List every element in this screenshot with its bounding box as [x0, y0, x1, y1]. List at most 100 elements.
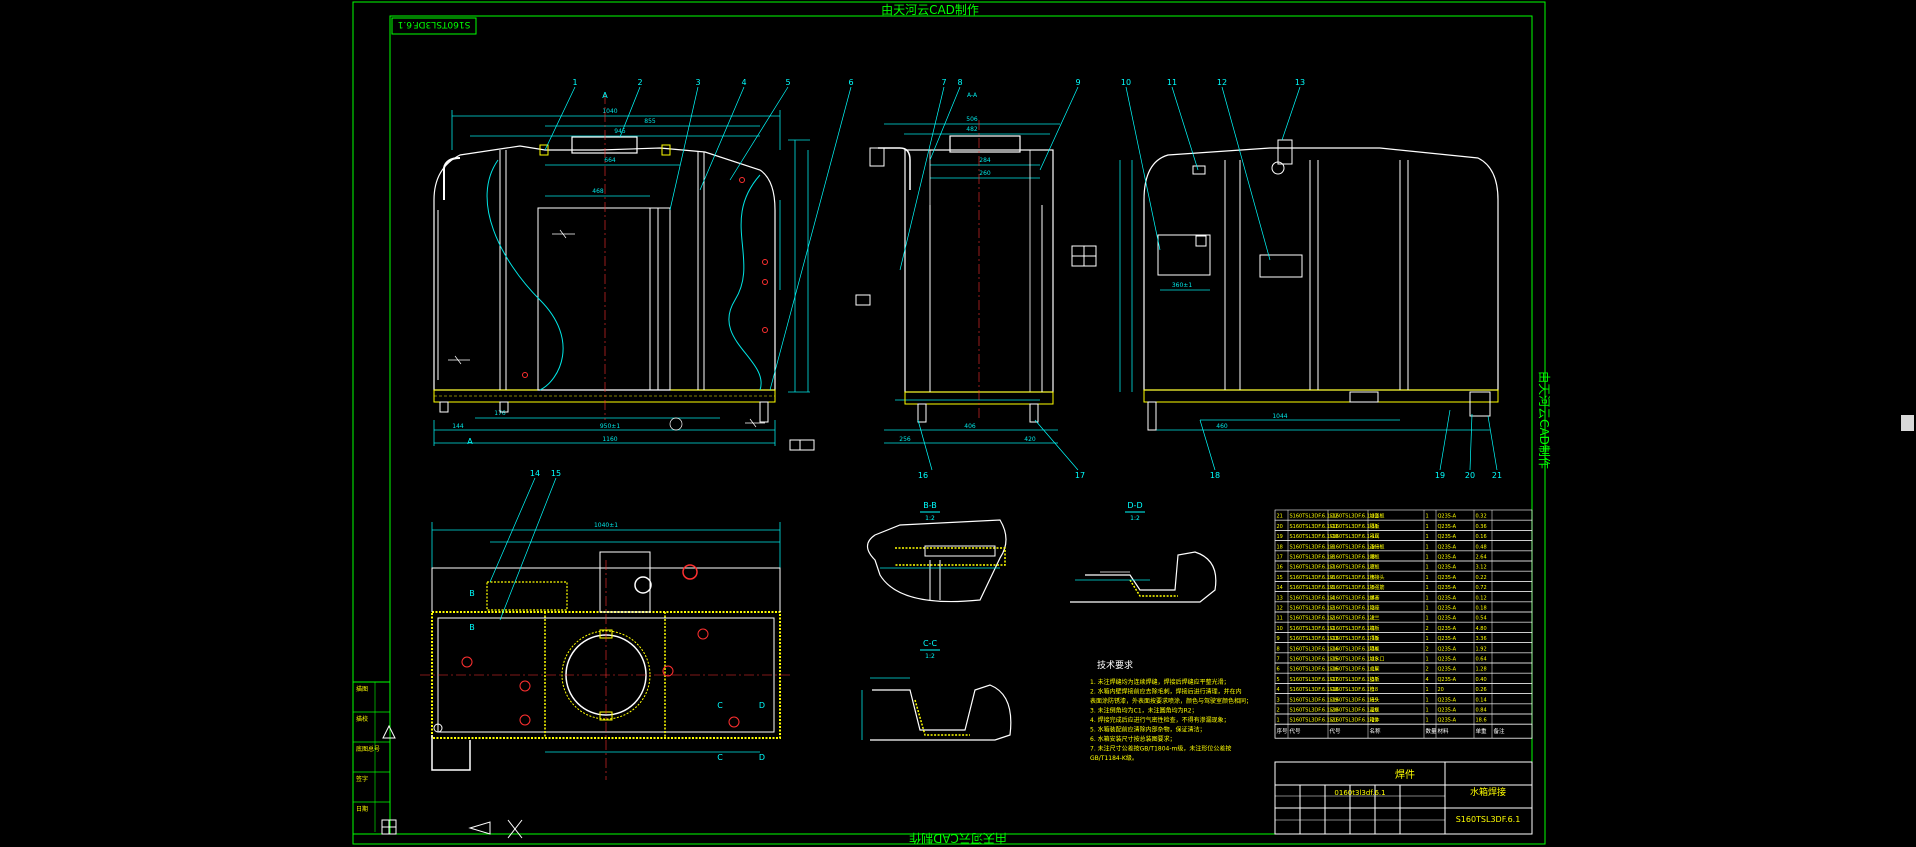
bom-cell: Q235-A	[1438, 585, 1457, 591]
technical-requirements: 技术要求 1. 未注焊缝均为连续焊缝，焊接后焊缝应平整光滑；2. 水箱内壁焊接前…	[1090, 659, 1252, 762]
bom-cell: Q235-A	[1438, 524, 1457, 530]
svg-text:D: D	[759, 701, 765, 710]
bom-cell: 盖板	[1370, 707, 1380, 714]
bom-cell: 1	[1426, 636, 1429, 642]
svg-text:B: B	[469, 589, 475, 598]
bom-cell: 4.80	[1476, 626, 1487, 632]
stamp-label: 日期	[356, 805, 368, 813]
bom-cell: 1	[1277, 718, 1280, 724]
bom-cell: 0.18	[1476, 606, 1487, 612]
bom-header-cell: 序号	[1277, 727, 1289, 735]
svg-text:256: 256	[899, 436, 911, 443]
bom-cell: 1	[1426, 595, 1429, 601]
bom-cell: 底板	[1370, 564, 1380, 571]
bom-cell: S160TSL3DF.6.1-13	[1290, 636, 1339, 642]
watermark-bottom: 由天河云CAD制作	[909, 831, 1007, 845]
bom-cell: 0.72	[1476, 585, 1487, 591]
scrollbar-thumb[interactable]	[1901, 415, 1914, 431]
bom-cell: 1	[1426, 687, 1429, 693]
drawing-number: S160TSL3DF.6.1	[1456, 815, 1521, 824]
callout-2: 2	[637, 78, 642, 87]
corner-code: S160TSL3DF.6.1	[398, 19, 471, 29]
bom-cell: Q235-A	[1438, 534, 1457, 540]
svg-text:1160: 1160	[602, 436, 617, 443]
tech-req-line: 7. 未注尺寸公差按GB/T1804-m级，未注形位公差按	[1090, 745, 1231, 753]
bom-cell: Q235-A	[1438, 657, 1457, 663]
bom-cell: S160TSL3DF.6.1-3	[1330, 606, 1375, 612]
callout-17: 17	[1075, 471, 1085, 480]
callout-3: 3	[695, 78, 700, 87]
part-name: 水箱焊接	[1470, 786, 1506, 798]
svg-text:1:2: 1:2	[925, 515, 935, 522]
ucs-arrow-icon	[468, 821, 491, 835]
bom-cell: 1	[1426, 575, 1429, 581]
bom-cell: Q235-A	[1438, 544, 1457, 550]
bom-cell: S160TSL3DF.6.1-13	[1330, 636, 1379, 642]
svg-text:950±1: 950±1	[600, 423, 620, 430]
bom-cell: S160TSL3DF.6.1-15	[1330, 657, 1379, 663]
bom-cell: 1	[1426, 697, 1429, 703]
bom-cell: 0.64	[1476, 657, 1487, 663]
bom-cell: Q235-A	[1438, 575, 1457, 581]
tech-req-line: GB/T1184-K级。	[1090, 754, 1138, 762]
bom-cell: S160TSL3DF.6.1-11	[1330, 524, 1379, 530]
bom-cell: S160TSL3DF.6.1-3	[1290, 606, 1335, 612]
bom-cell: 隔板	[1370, 523, 1380, 530]
title-block: 焊件 0160t3l3df.6.1 水箱焊接 S160TSL3DF.6.1	[1274, 761, 1533, 835]
bom-cell: 1	[1426, 606, 1429, 612]
bom-cell: 2	[1426, 626, 1429, 632]
bom-cell: 隔板	[1370, 645, 1380, 652]
side-view: 506 482 284 260 406 256 420 A-A	[855, 92, 1097, 444]
tech-req-line: 3. 未注倒角均为C1，未注圆角均为R2；	[1090, 707, 1198, 715]
svg-text:945: 945	[614, 128, 626, 135]
bom-cell: S160TSL3DF.6.1-10	[1330, 534, 1379, 540]
part-code: 0160t3l3df.6.1	[1334, 789, 1385, 797]
bom-cell: 7	[1277, 657, 1280, 663]
bom-cell: 加强筋	[1370, 584, 1385, 591]
svg-text:C: C	[717, 753, 723, 762]
tech-req-line: 4. 焊接完成后应进行气密性检查，不得有渗漏现象；	[1090, 716, 1230, 724]
bom-cell: S160TSL3DF.6.1-19	[1290, 697, 1339, 703]
bom-cell: S160TSL3DF.6.1-12	[1290, 514, 1339, 520]
bom-cell: Q235-A	[1438, 677, 1457, 683]
outer-frame	[352, 1, 1546, 845]
bom-cell: 顶板	[1370, 635, 1380, 642]
bom-cell: 管	[1370, 686, 1375, 693]
bom-cell: S160TSL3DF.6.1-8	[1330, 555, 1375, 561]
bom-cell: S160TSL3DF.6.1-16	[1290, 667, 1339, 673]
bom-cell: 1	[1426, 657, 1429, 663]
bom-cell: 20	[1277, 524, 1283, 530]
bom-cell: S160TSL3DF.6.1-17	[1330, 677, 1379, 683]
bom-header-cell: 名称	[1370, 727, 1382, 735]
svg-text:B-B: B-B	[923, 501, 937, 510]
svg-text:855: 855	[644, 118, 656, 125]
bom-cell: S160TSL3DF.6.1-17	[1290, 677, 1339, 683]
bom-cell: 19	[1277, 534, 1283, 540]
bom-cell: 连接板	[1370, 543, 1385, 550]
callout-19: 19	[1435, 471, 1445, 480]
bom-cell: Q235-A	[1438, 718, 1457, 724]
corner-code-box	[391, 17, 477, 35]
bom-cell: 端板	[1370, 625, 1380, 632]
cursor-cross-icon	[507, 819, 523, 839]
bom-cell: S160TSL3DF.6.1-10	[1290, 534, 1339, 540]
bom-cell: 接头	[1370, 696, 1380, 703]
svg-text:506: 506	[966, 116, 978, 123]
bom-cell: 2.64	[1476, 555, 1487, 561]
bom-cell: 加水口	[1370, 656, 1385, 663]
bom-cell: 13	[1277, 595, 1283, 601]
watermark-top: 由天河云CAD制作	[881, 3, 979, 17]
bom-cell: 0.40	[1476, 677, 1487, 683]
bom-cell: S160TSL3DF.6.1-15	[1290, 657, 1339, 663]
svg-text:468: 468	[592, 188, 604, 195]
assembly-label: 焊件	[1395, 769, 1415, 781]
svg-text:D-D: D-D	[1127, 501, 1142, 510]
bom-cell: S160TSL3DF.6.1-16	[1330, 667, 1379, 673]
tech-req-line: 表面涂防锈漆，外表面按要求喷涂，颜色与驾驶室颜色相同；	[1090, 697, 1252, 705]
bom-header-cell: 数量	[1426, 727, 1438, 735]
